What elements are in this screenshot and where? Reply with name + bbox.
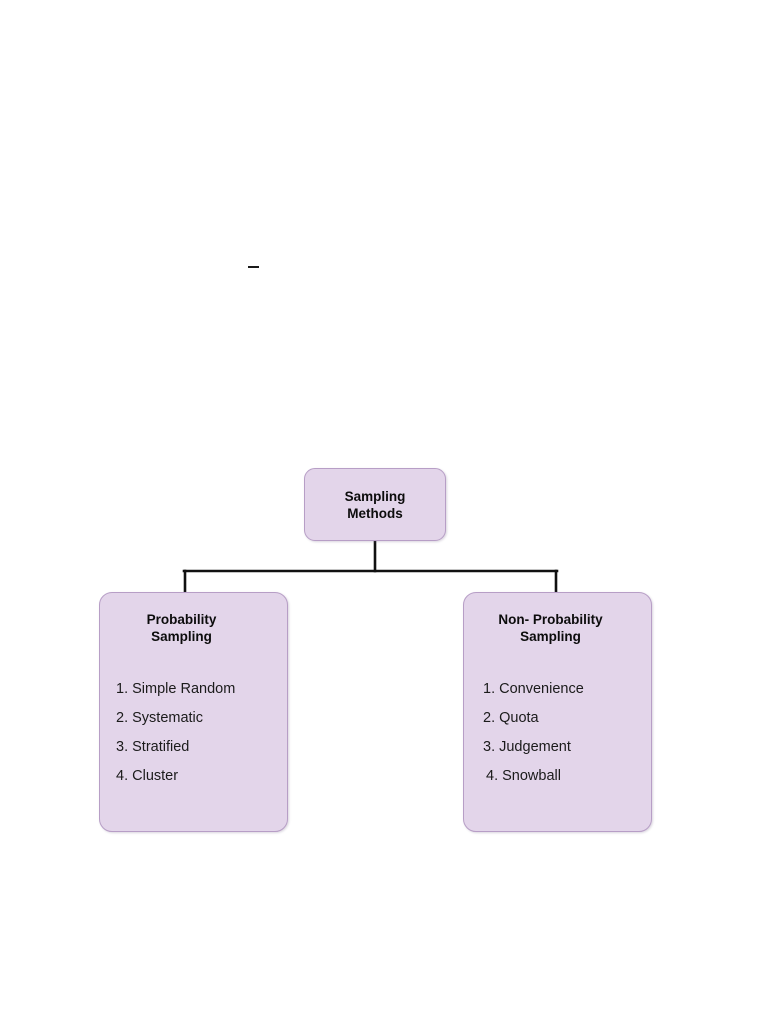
node-non-probability-sampling[interactable]: Non- Probability Sampling 1. Convenience… [463, 592, 652, 832]
node-non-probability-sampling-title: Non- Probability Sampling [498, 612, 603, 644]
stray-dash-artifact [248, 266, 259, 268]
node-probability-sampling-title: Probability Sampling [146, 612, 217, 644]
list-item: 4. Cluster [116, 768, 179, 784]
list-item: 3. Stratified [116, 739, 190, 755]
list-item: 4. Snowball [486, 768, 561, 784]
list-item: 2. Systematic [116, 710, 204, 726]
node-sampling-methods[interactable]: Sampling Methods [304, 468, 446, 541]
list-item: 3. Judgement [483, 739, 571, 755]
node-probability-sampling[interactable]: Probability Sampling 1. Simple Random 2.… [99, 592, 288, 832]
list-item: 1. Convenience [483, 681, 584, 697]
non-probability-sampling-list: 1. Convenience 2. Quota 3. Judgement 4. … [472, 681, 643, 797]
list-item: 2. Quota [483, 710, 539, 726]
node-root-label: Sampling Methods [344, 488, 406, 521]
list-item: 1. Simple Random [116, 681, 236, 697]
probability-sampling-list: 1. Simple Random 2. Systematic 3. Strati… [108, 681, 279, 797]
